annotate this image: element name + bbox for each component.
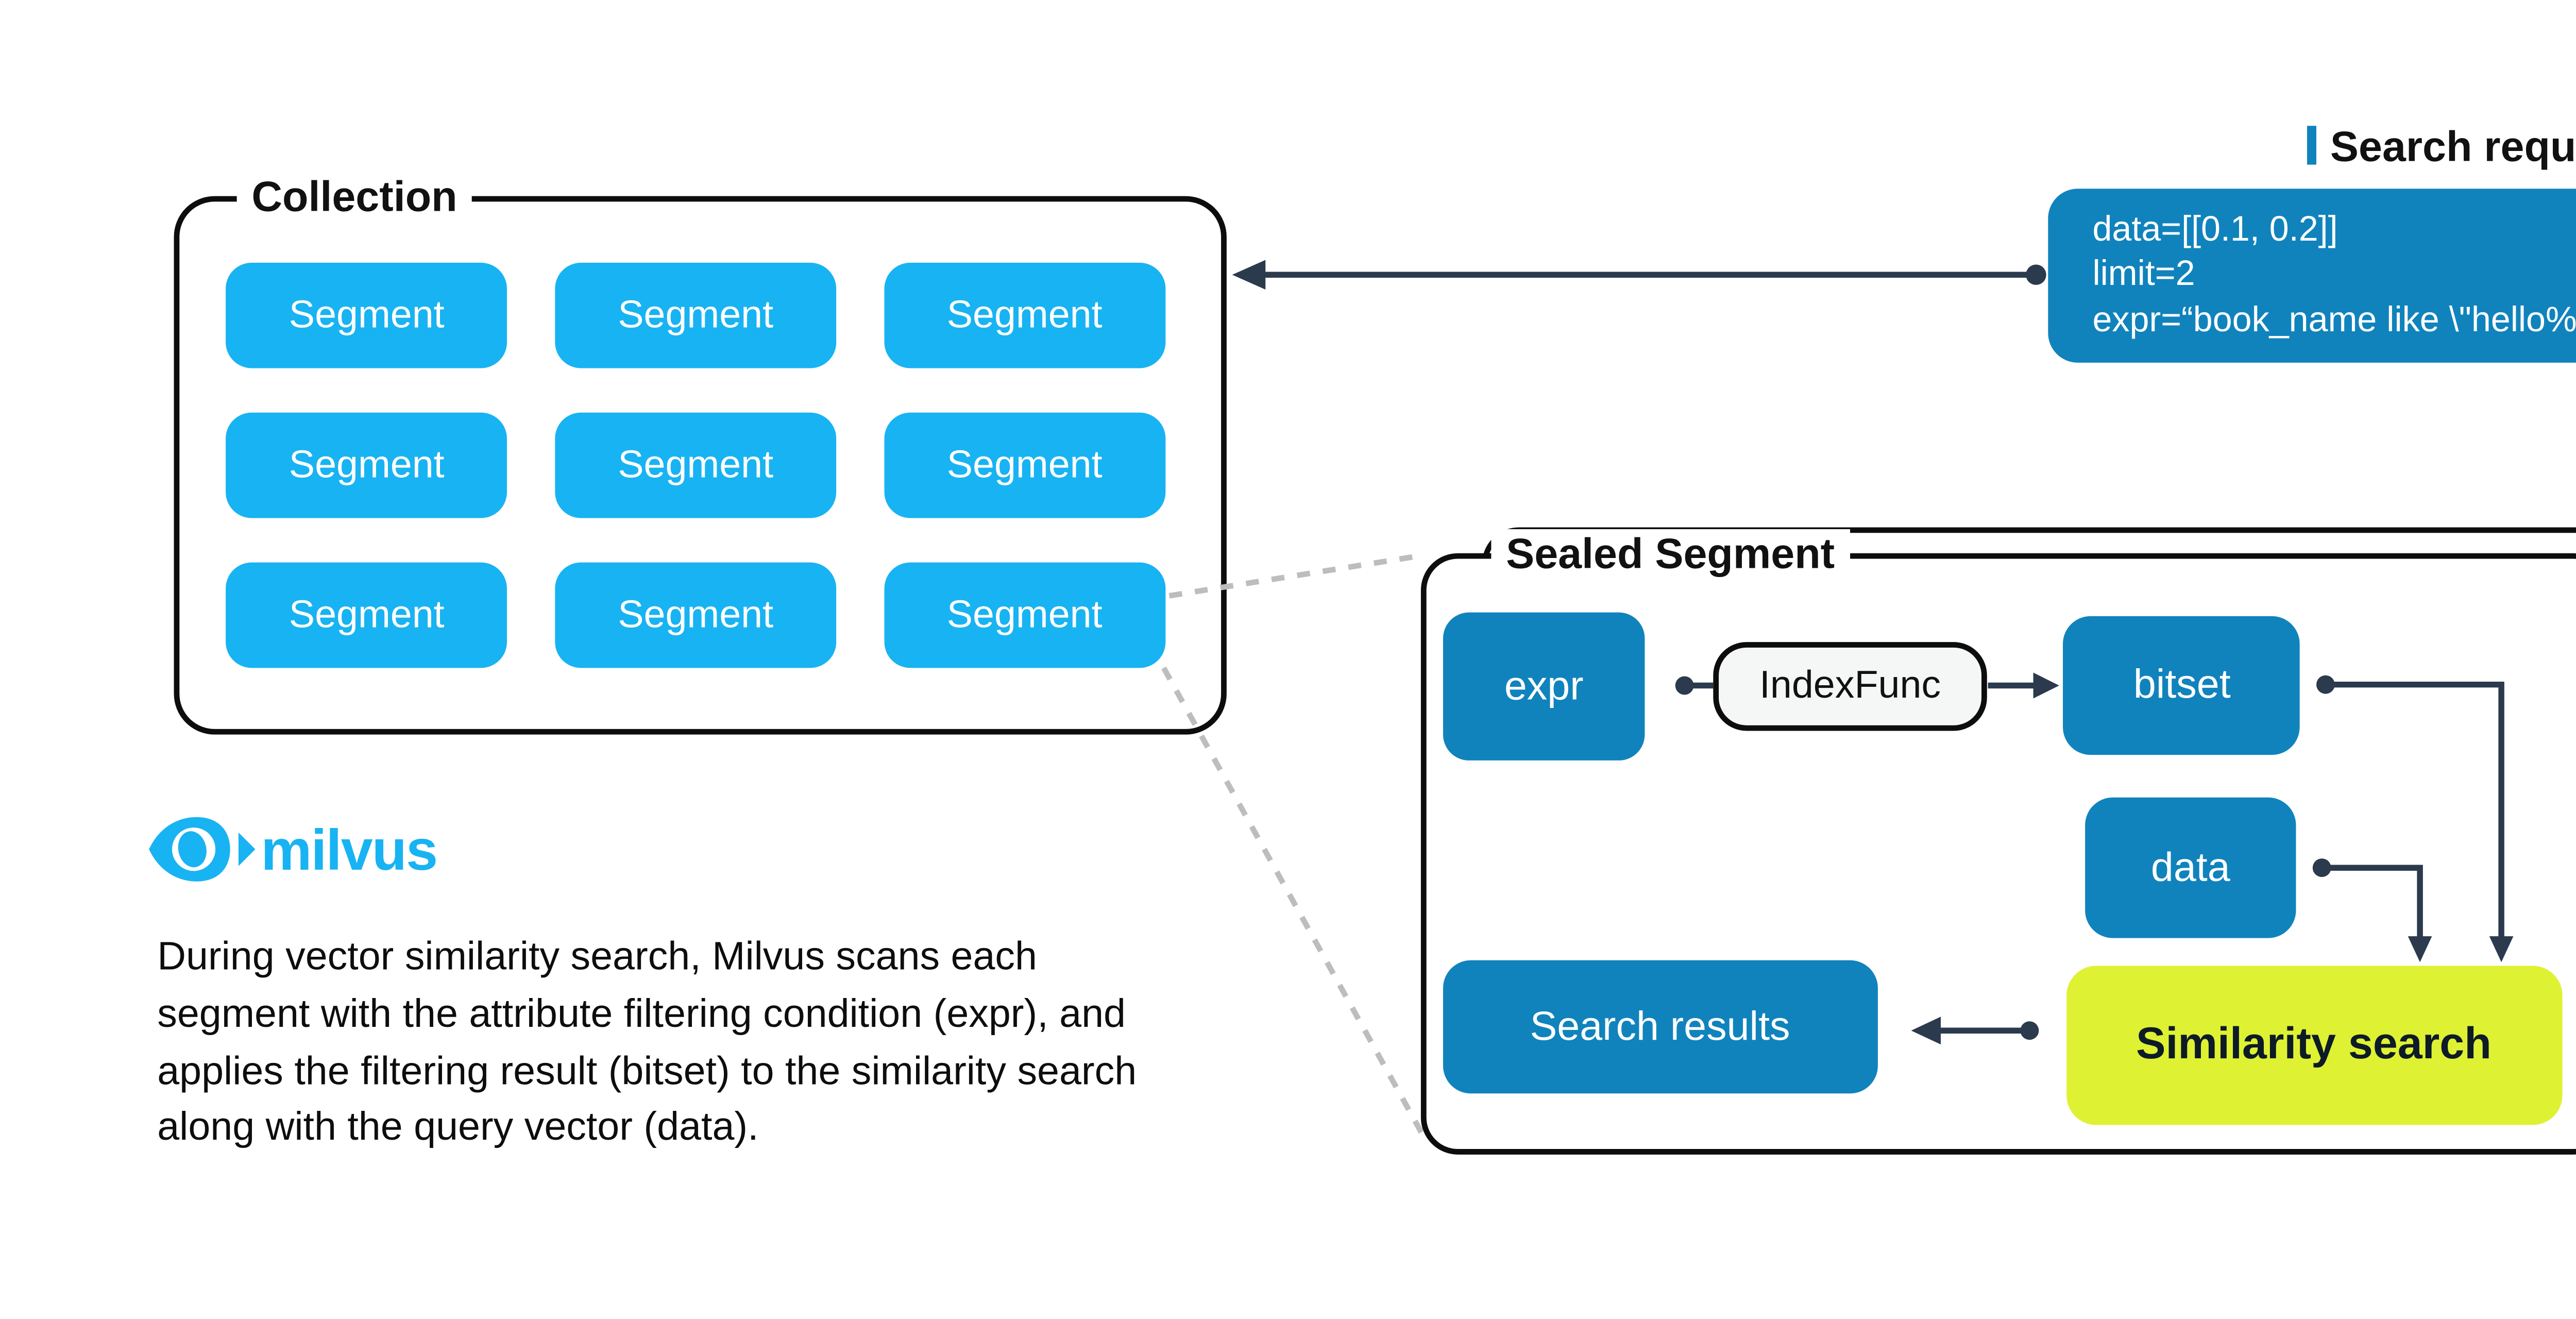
bitset-node: bitset	[2063, 615, 2301, 754]
search-request-line: limit=2	[2092, 255, 2195, 295]
search-request-label: Search request	[2330, 122, 2576, 171]
segment-box: Segment	[884, 413, 1166, 519]
expr-node: expr	[1443, 611, 1645, 760]
data-node: data	[2085, 797, 2296, 938]
milvus-logo-text: milvus	[261, 818, 438, 883]
segment-box: Segment	[226, 413, 508, 519]
description-line: During vector similarity search, Milvus …	[157, 934, 1037, 979]
sealed-segment-label: Sealed Segment	[1491, 529, 1850, 578]
description-line: segment with the attribute filtering con…	[157, 991, 1126, 1036]
description-line: along with the query vector (data).	[157, 1105, 759, 1150]
search-request-line: data=[[0.1, 0.2]]	[2092, 210, 2338, 249]
collection-label: Collection	[236, 172, 472, 221]
segment-box: Segment	[554, 563, 837, 668]
similarity-search-node: Similarity search	[2065, 966, 2562, 1126]
segment-box: Segment	[554, 263, 837, 369]
description-paragraph: During vector similarity search, Milvus …	[157, 929, 1137, 1157]
segment-box: Segment	[226, 563, 508, 668]
indexfunc-node: IndexFunc	[1713, 641, 1987, 730]
milvus-logo-icon	[149, 817, 256, 882]
search-request-accent-bar	[2307, 125, 2316, 165]
segment-box: Segment	[884, 263, 1166, 369]
segment-box: Segment	[226, 263, 508, 369]
search-request-box: data=[[0.1, 0.2]] limit=2 expr=“book_nam…	[2048, 188, 2576, 362]
search-request-line: expr=“book_name like \"hello%\"”	[2092, 300, 2576, 340]
arrow-search-request-to-collection	[1232, 260, 2046, 290]
description-line: applies the filtering result (bitset) to…	[157, 1048, 1137, 1093]
segment-box: Segment	[884, 563, 1166, 668]
segment-box: Segment	[554, 413, 837, 519]
search-results-node: Search results	[1443, 960, 1877, 1093]
